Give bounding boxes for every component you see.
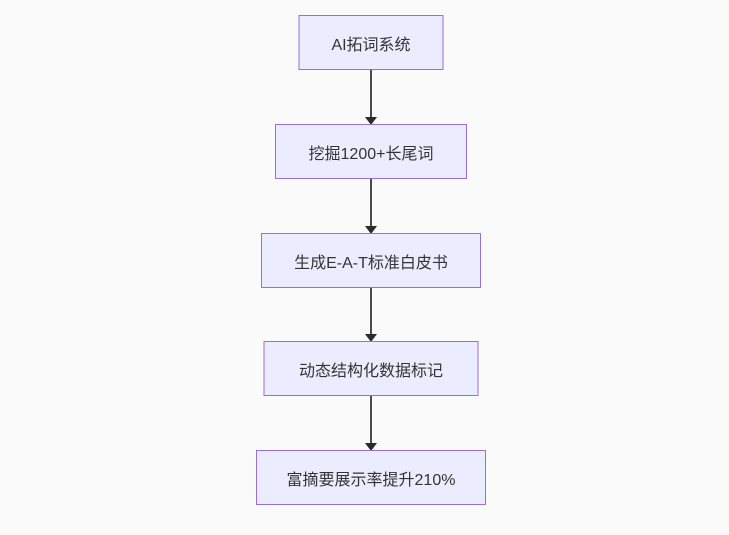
arrow-connector-4 xyxy=(370,396,372,443)
flow-node-label: 动态结构化数据标记 xyxy=(298,362,443,380)
flow-node-label: 挖掘1200+长尾词 xyxy=(308,145,434,163)
flow-node-rich-snippet-uplift: 富摘要展示率提升210% xyxy=(256,450,486,505)
flow-node-label: 富摘要展示率提升210% xyxy=(286,471,456,489)
arrow-connector-3 xyxy=(370,288,372,334)
flow-node-dynamic-structured-data: 动态结构化数据标记 xyxy=(263,341,479,396)
flow-node-ai-keyword-system: AI拓词系统 xyxy=(298,15,444,70)
flow-node-mine-longtail-keywords: 挖掘1200+长尾词 xyxy=(275,124,467,179)
flow-node-label: AI拓词系统 xyxy=(331,36,411,54)
flow-node-label: 生成E-A-T标准白皮书 xyxy=(294,254,448,272)
flow-node-generate-eat-whitepaper: 生成E-A-T标准白皮书 xyxy=(261,233,481,288)
arrow-connector-2 xyxy=(370,179,372,226)
arrow-connector-1 xyxy=(370,70,372,117)
